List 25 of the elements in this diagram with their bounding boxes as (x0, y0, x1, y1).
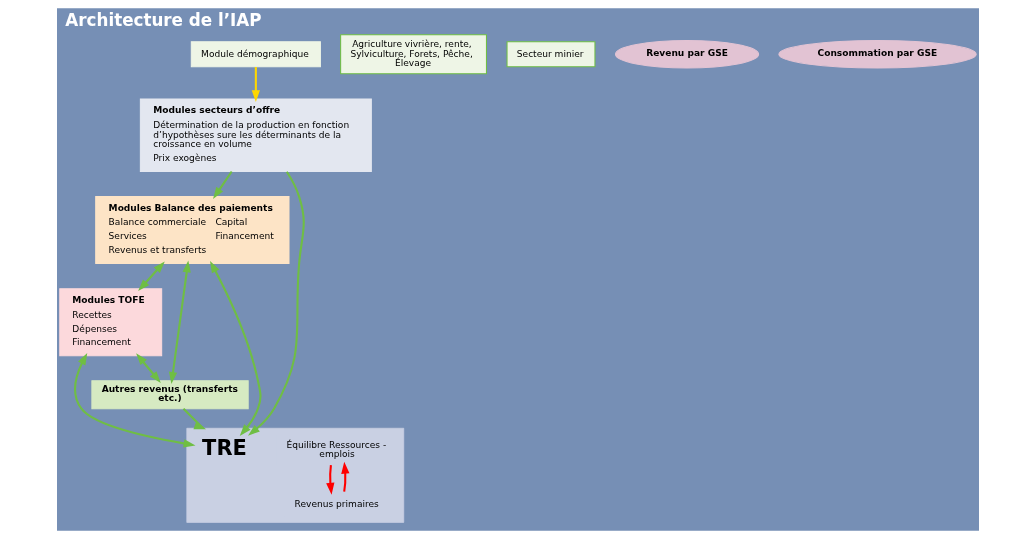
arrow (340, 461, 349, 492)
node-box: Modules Balance des paiements Balance commerciale Capital Services Financement Revenus et transferts (94, 196, 290, 265)
arrow (247, 171, 305, 436)
node-box: Secteur minier (506, 41, 595, 68)
arrow (251, 67, 260, 102)
node-ellipse: Consommation par GSE (777, 40, 977, 69)
arrow (168, 260, 191, 384)
arrow (73, 352, 195, 448)
arrow (182, 408, 206, 430)
node-text: Revenus primaires (294, 498, 379, 509)
arrow (135, 353, 161, 383)
arrow (325, 464, 334, 495)
node-box: Agriculture vivrière, rente, Sylviculture, Forets, Pêche, Élevage (339, 34, 487, 75)
node-box: Module démographique (190, 41, 321, 68)
arrow (212, 170, 233, 199)
node-box: Modules TOFE Recettes Dépenses Financement (58, 288, 162, 357)
node-box: Modules secteurs d’offre Détermination de la production en fonction d’hypothèses sure les déterminants de la croissance en volume Prix exogènes (139, 98, 372, 172)
cluster (185, 427, 404, 523)
node-ellipse: Revenu par GSE (614, 40, 759, 69)
diagram-title: Architecture de l’IAP (64, 10, 261, 31)
arrow (137, 261, 165, 291)
arrow (209, 260, 262, 437)
node-box: Autres revenus (transferts etc.) (90, 380, 249, 410)
node-text: TRE (201, 435, 247, 460)
node-text: Équilibre Ressources - emplois (286, 439, 386, 460)
